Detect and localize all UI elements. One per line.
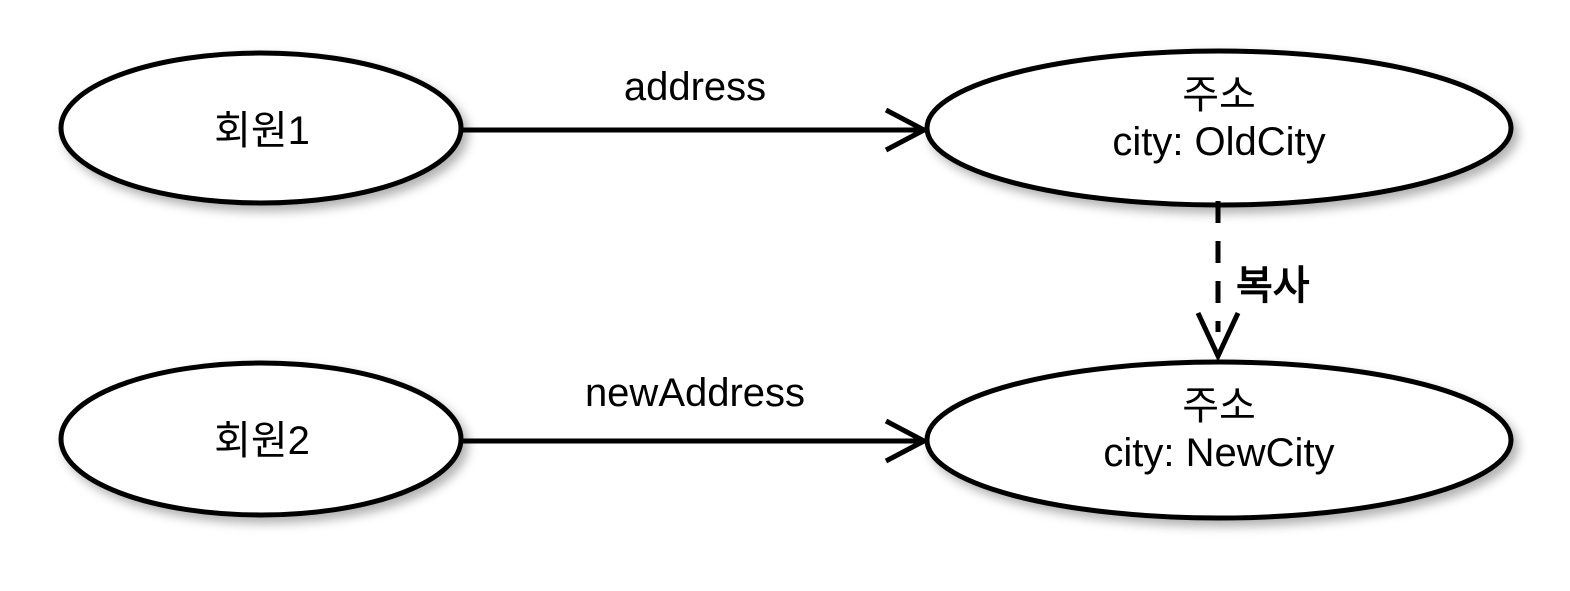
node-ellipse-member2[interactable] xyxy=(58,360,464,518)
edge-newaddress-arrowhead xyxy=(884,418,930,464)
edge-copy-arrowhead xyxy=(1195,311,1241,362)
node-ellipse-member1[interactable] xyxy=(58,50,464,206)
node-ellipse-address-new[interactable] xyxy=(924,359,1514,521)
edge-newaddress[interactable] xyxy=(461,418,930,464)
node-ellipse-address-old[interactable] xyxy=(924,48,1514,208)
edge-address[interactable] xyxy=(461,107,930,153)
edge-copy[interactable] xyxy=(1195,201,1241,362)
edge-address-arrowhead xyxy=(884,107,930,153)
